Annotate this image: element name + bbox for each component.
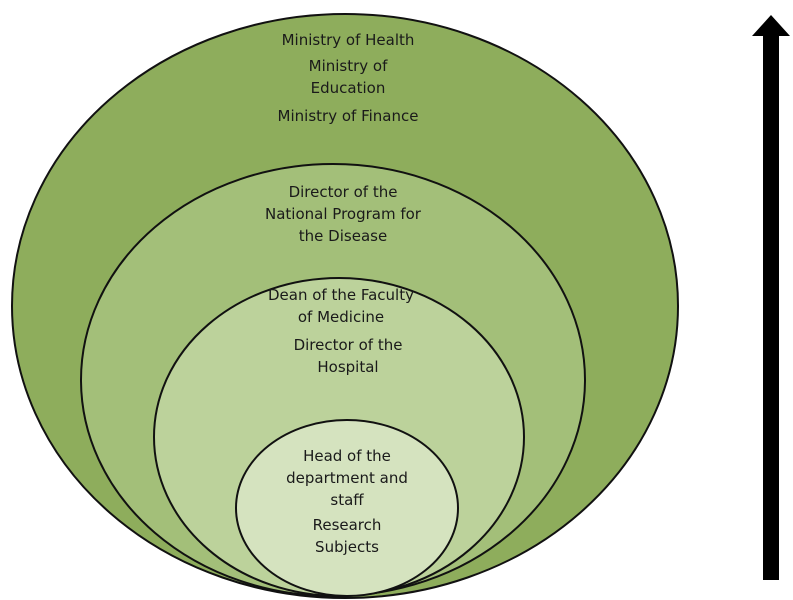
arrow-shaft [763,32,779,580]
label-dean-faculty-of-medicine: Dean of the Faculty of Medicine [268,286,414,326]
circle-inner [235,419,459,597]
label-ministry-of-education: Ministry of Education [308,57,388,97]
arrow-head-icon [752,15,790,36]
label-research-subjects: Research Subjects [312,516,382,556]
label-director-national-program: Director of the National Program for the… [265,183,421,245]
label-head-of-department: Head of the department and staff [286,447,408,509]
label-director-of-hospital: Director of the Hospital [293,336,403,376]
up-arrow [752,15,790,580]
label-ministry-of-health: Ministry of Health [281,31,415,49]
label-ministry-of-finance: Ministry of Finance [277,107,419,125]
